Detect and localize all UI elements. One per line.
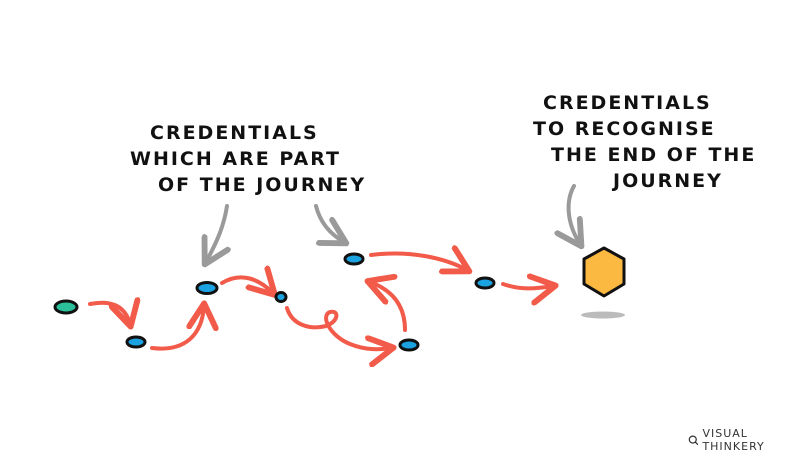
path-arrow-5 — [370, 282, 407, 332]
end-credential-hexagon-icon — [582, 246, 626, 298]
label-line: to recognise — [533, 118, 716, 140]
pointer-arrow-end — [569, 184, 580, 244]
path-arrow-4 — [285, 306, 391, 349]
journey-node-3 — [274, 291, 288, 303]
journey-path-arrows — [88, 253, 553, 351]
pointer-arrow-left — [206, 204, 227, 262]
pointer-arrows — [206, 184, 580, 262]
credential-nodes — [53, 252, 496, 352]
visual-thinkery-credit: Visual Thinkery — [688, 427, 800, 453]
pointer-arrow-middle — [314, 204, 344, 242]
journey-node-6 — [474, 276, 496, 290]
journey-node-2 — [195, 281, 219, 295]
label-line: journey — [613, 170, 723, 192]
path-arrow-2 — [150, 306, 204, 351]
path-arrow-3 — [220, 277, 273, 293]
path-arrow-1 — [88, 303, 130, 324]
label-line: Credentials — [150, 122, 319, 144]
path-arrow-6 — [369, 253, 467, 270]
journey-node-5 — [398, 338, 420, 352]
label-line: which are part — [130, 148, 341, 170]
label-line: the end of the — [551, 144, 757, 166]
end-credentials-label: Credentials to recognise the end of the jou… — [533, 90, 757, 194]
label-line: Credentials — [543, 92, 712, 114]
middle-credentials-label: Credentials which are part of the journey — [130, 120, 367, 198]
start-node — [53, 299, 79, 315]
hexagon-shadow — [581, 311, 625, 319]
credit-text: Visual Thinkery — [702, 427, 765, 453]
magnifier-logo-icon — [688, 435, 699, 445]
path-arrow-7 — [501, 284, 553, 288]
journey-node-1 — [125, 335, 147, 349]
journey-node-4 — [343, 252, 365, 266]
label-line: of the journey — [158, 174, 367, 196]
